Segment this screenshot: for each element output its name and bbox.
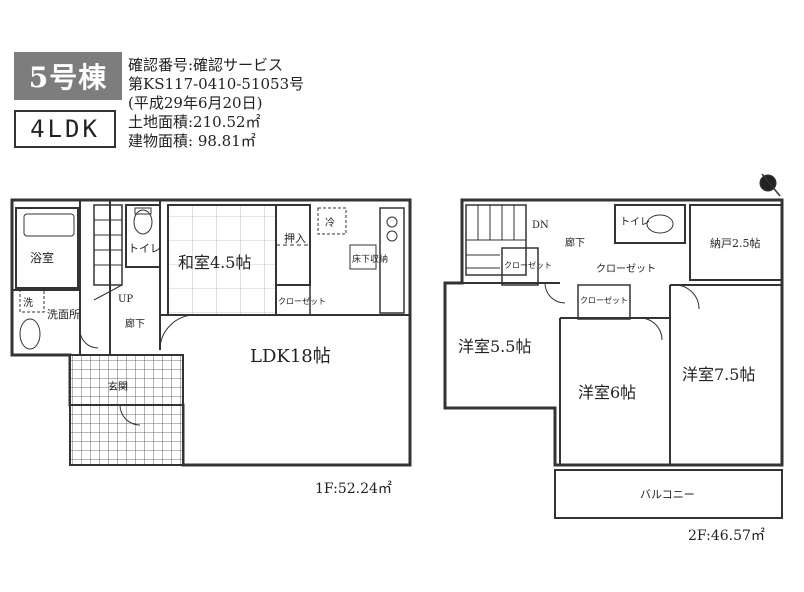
genkan-label: 玄関 — [108, 380, 128, 393]
info-line: 第KS117-0410-51053号 — [128, 75, 305, 93]
wash-mark-label: 洗 — [23, 297, 33, 309]
info-line: 土地面積:210.52㎡ — [128, 113, 261, 131]
closet-1f-label: クローゼット — [278, 296, 326, 306]
balcony — [554, 469, 783, 519]
storage-room — [689, 204, 783, 281]
up-label: UP — [118, 294, 133, 305]
closet-b-label: クローゼット — [596, 263, 656, 275]
floor2-plan — [443, 198, 784, 519]
washitsu-label: 和室4.5帖 — [178, 253, 251, 272]
closet-c-label: クローゼット — [580, 295, 628, 305]
toilet-1f-label: トイレ — [128, 242, 161, 255]
storage-label: 納戸2.5帖 — [710, 237, 761, 250]
dn-label: DN — [532, 220, 549, 231]
toilet-2f-label: トイレ — [620, 217, 650, 228]
bath-label: 浴室 — [30, 250, 54, 265]
oshiire-label: 押入 — [284, 231, 306, 245]
building-info: 確認番号:確認サービス 第KS117-0410-51053号 (平成29年6月2… — [128, 56, 304, 151]
floor1-plan — [10, 198, 412, 467]
floor1-area: 1F:52.24㎡ — [315, 481, 392, 497]
washroom-label: 洗面所 — [47, 308, 80, 321]
info-line: 確認番号:確認サービス — [128, 56, 284, 74]
stairs-1f — [93, 204, 123, 286]
closet-a-label: クローゼット — [504, 260, 552, 270]
floor2-area: 2F:46.57㎡ — [688, 528, 765, 544]
info-line: (平成29年6月20日) — [128, 94, 263, 112]
info-line: 建物面積: 98.81㎡ — [128, 132, 256, 150]
balcony-label: バルコニー — [640, 488, 695, 501]
compass-icon — [759, 173, 781, 197]
western3-label: 洋室7.5帖 — [682, 365, 755, 384]
hall-2f-label: 廊下 — [565, 236, 585, 249]
toilet-2f — [614, 204, 686, 244]
hall-1f-label: 廊下 — [125, 317, 145, 330]
ldk-label: LDK18帖 — [250, 346, 331, 367]
fridge-label: 冷 — [325, 216, 335, 229]
genkan-floor — [69, 354, 184, 466]
layout-type: 4LDK — [14, 110, 116, 148]
underfloor-label: 床下収納 — [352, 253, 388, 265]
western1-label: 洋室5.5帖 — [458, 337, 531, 356]
western2-label: 洋室6帖 — [578, 383, 636, 402]
bath-room — [15, 207, 79, 289]
building-badge: 5号棟 — [14, 52, 122, 100]
